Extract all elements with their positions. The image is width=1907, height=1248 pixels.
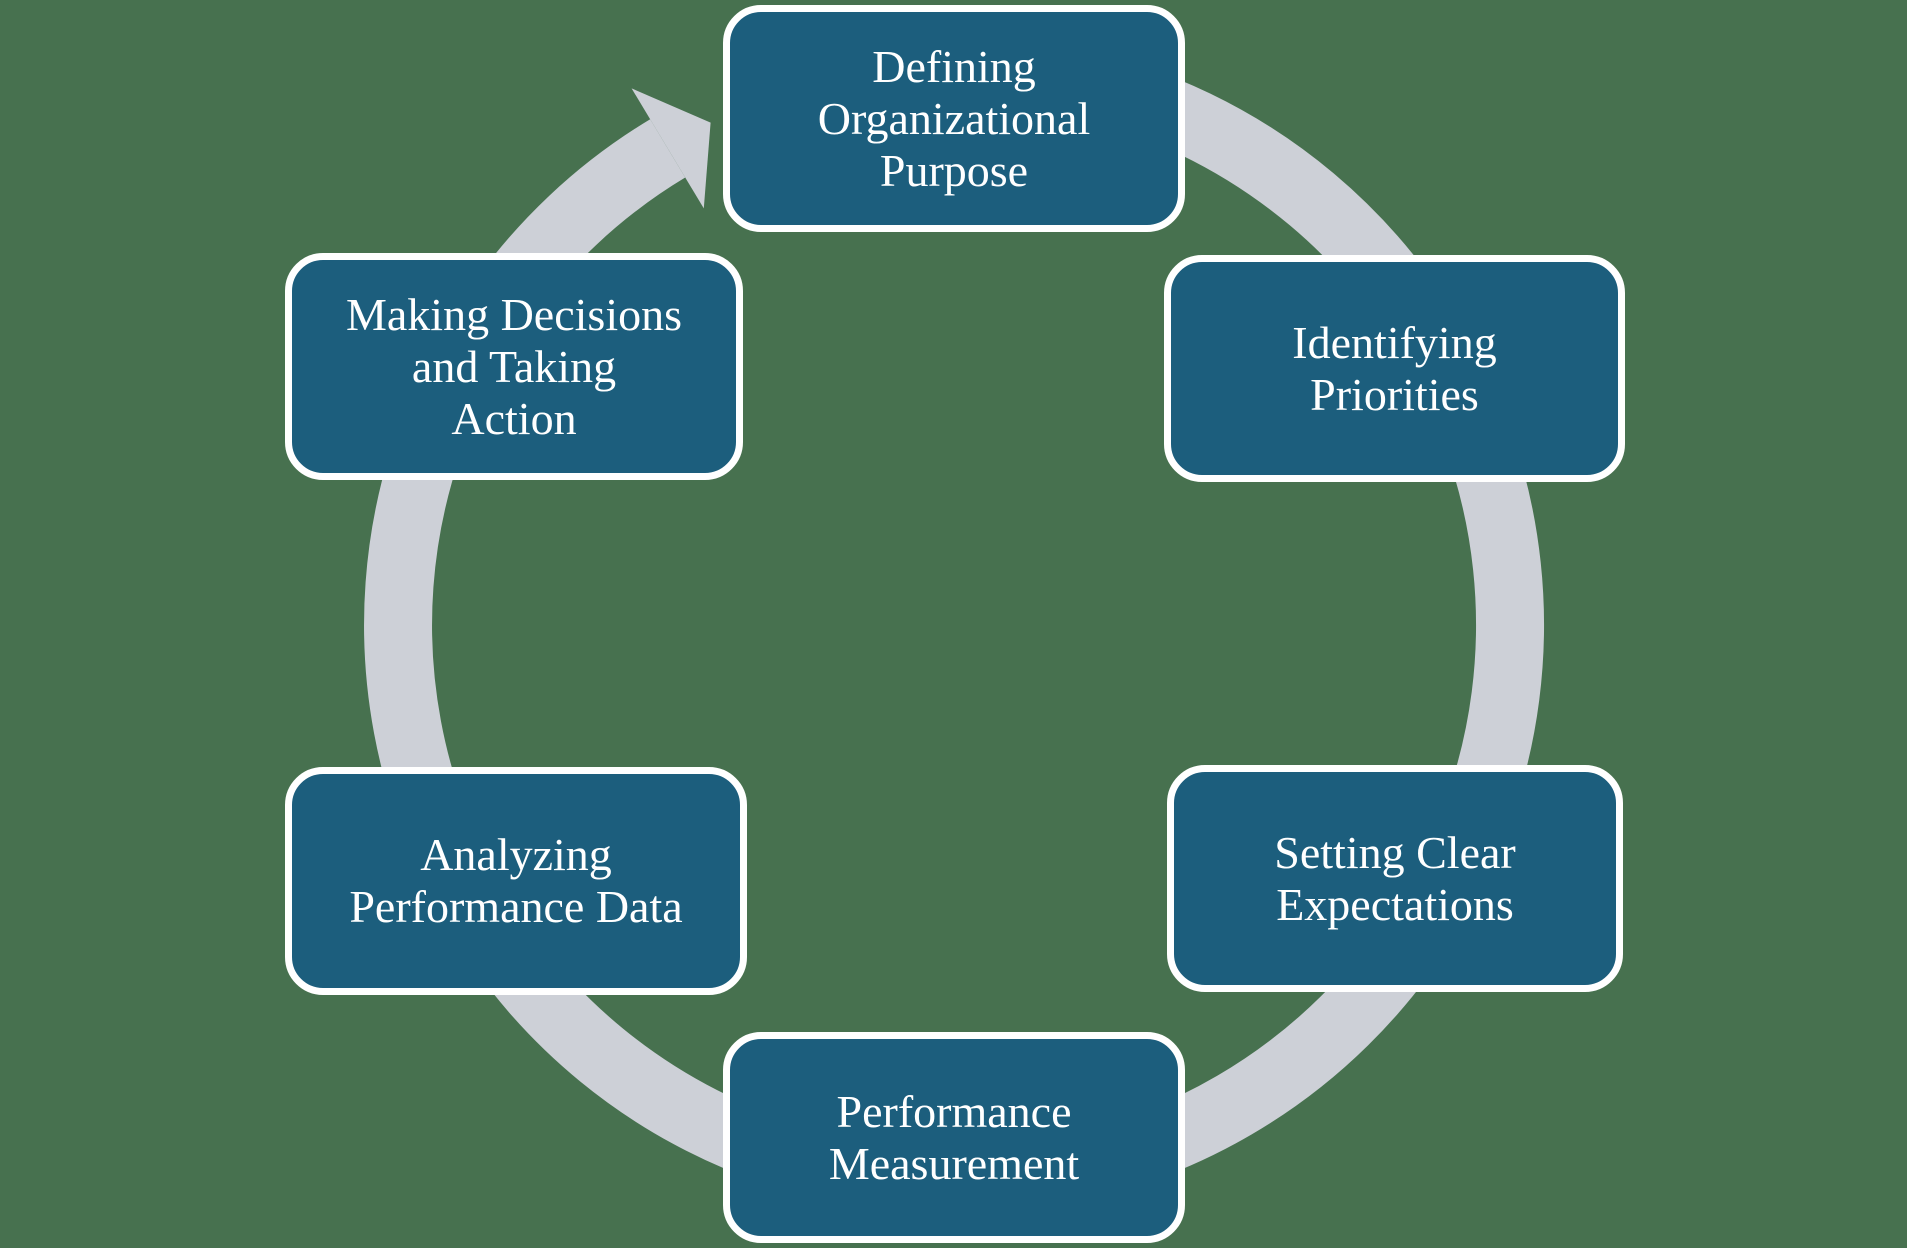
step-box-defining-organizational-purpose: Defining Organizational Purpose	[723, 5, 1185, 232]
step-label: Making Decisions and Taking Action	[345, 288, 682, 444]
step-box-performance-measurement: Performance Measurement	[723, 1032, 1185, 1243]
step-label: Setting Clear Expectations	[1274, 826, 1516, 930]
step-label: Performance Measurement	[828, 1085, 1080, 1189]
step-box-setting-clear-expectations: Setting Clear Expectations	[1167, 765, 1623, 992]
cycle-ring-arc	[364, 35, 1544, 1215]
step-box-analyzing-performance-data: Analyzing Performance Data	[285, 767, 747, 995]
step-label: Identifying Priorities	[1292, 316, 1497, 420]
step-box-making-decisions-taking-action: Making Decisions and Taking Action	[285, 253, 743, 480]
step-label: Analyzing Performance Data	[349, 829, 683, 932]
cycle-arrowhead-icon	[631, 88, 711, 209]
step-label: Defining Organizational Purpose	[817, 40, 1091, 196]
step-box-identifying-priorities: Identifying Priorities	[1164, 255, 1625, 482]
